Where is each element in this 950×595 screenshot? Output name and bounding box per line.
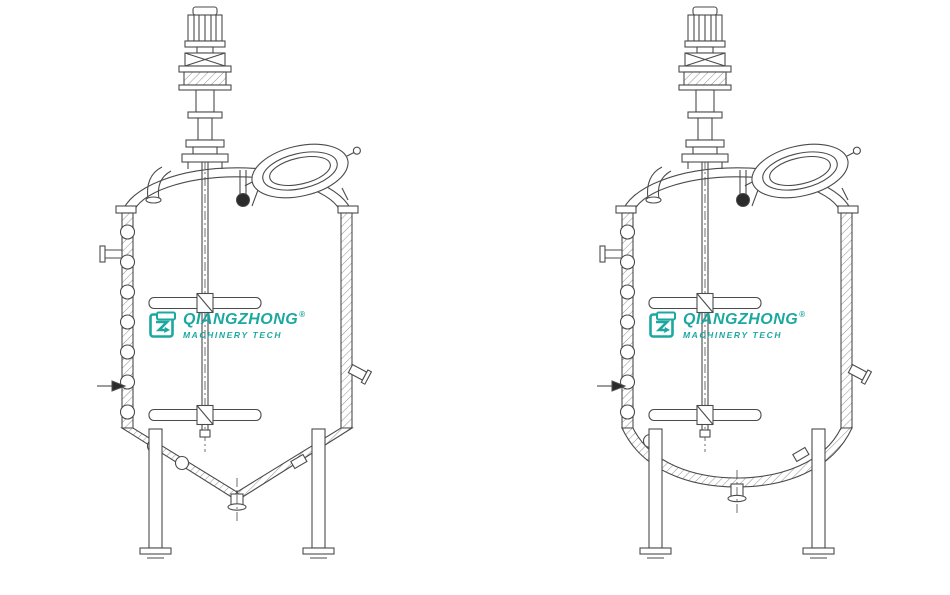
mixing-tank-drawing-left [0,0,475,595]
mixing-tank-drawing-right [500,0,950,595]
qiangzhong-logo-icon [149,311,176,338]
qiangzhong-logo-icon [649,311,676,338]
brand-name: QIANGZHONG [683,311,799,328]
brand-watermark-left: QIANGZHONG® MACHINERY TECH [148,310,306,340]
brand-subtitle: MACHINERY TECH [183,330,283,340]
registered-mark: ® [799,310,806,319]
brand-name: QIANGZHONG [183,311,299,328]
registered-mark: ® [299,310,306,319]
brand-watermark-right: QIANGZHONG® MACHINERY TECH [648,310,806,340]
brand-subtitle: MACHINERY TECH [683,330,783,340]
